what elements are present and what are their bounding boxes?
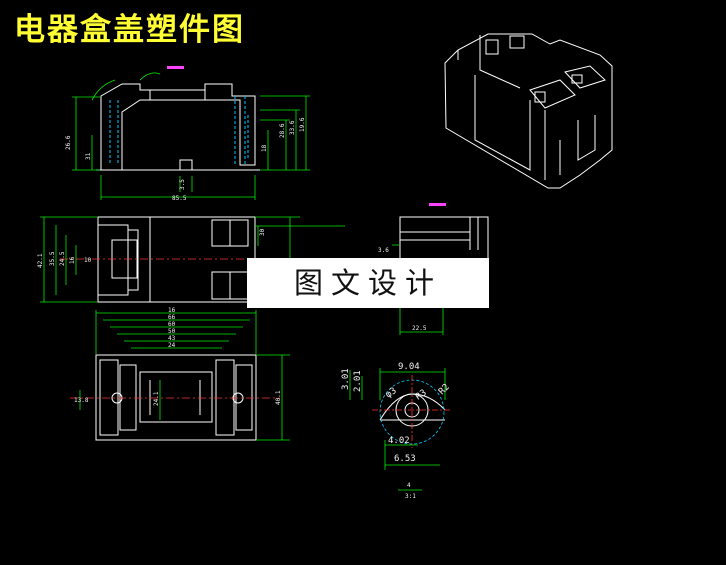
- bottom-view: 16 66 60 50 43 24 40.1 24.1 13.8: [70, 307, 290, 441]
- detail-width: 9.04: [398, 362, 420, 372]
- watermark: 图文设计: [247, 258, 489, 308]
- plan-right: 30: [259, 228, 266, 236]
- detail-h2: 2.01: [353, 370, 363, 392]
- front-h2: 18: [261, 144, 268, 152]
- front-mid: 3.5: [179, 179, 186, 190]
- bottom-w4: 43: [168, 335, 176, 342]
- front-h5: 19.6: [299, 117, 306, 132]
- bottom-right: 40.1: [275, 390, 282, 405]
- detail-h1: 3.01: [341, 368, 351, 390]
- side-left: 3.6: [378, 247, 389, 254]
- detail-b: R3: [414, 388, 429, 402]
- bottom-left: 13.8: [74, 397, 89, 404]
- bottom-w1: 66: [168, 314, 176, 321]
- detail-a: φ3: [384, 386, 399, 400]
- front-bottom-width: 85.5: [172, 195, 187, 202]
- plan-left-2: 35.5: [49, 251, 56, 266]
- plan-left-3: 24.5: [59, 251, 66, 266]
- plan-left-1: 42.1: [37, 253, 44, 268]
- bottom-w2: 60: [168, 321, 176, 328]
- front-h3: 28.6: [279, 123, 286, 138]
- bottom-mid: 24.1: [153, 391, 160, 406]
- front-left: 31: [85, 152, 92, 160]
- scale-den: 3:1: [405, 493, 416, 500]
- side-bottom: 22.5: [412, 325, 427, 332]
- scale-num: 4: [407, 482, 411, 489]
- plan-left-4: 16: [69, 256, 76, 264]
- isometric-view: [444, 33, 613, 189]
- front-h1: 26.6: [65, 135, 72, 150]
- bottom-w3: 50: [168, 328, 176, 335]
- detail-view: 9.04 3.01 2.01 φ3 R3 R2 4.02 6.53 4 3:1: [341, 362, 452, 500]
- detail-d: 4.02: [388, 436, 410, 446]
- plan-small: 10: [84, 257, 92, 264]
- front-view: 85.5 26.6 31 3.5 18 28.6 33.6 19.6: [65, 66, 310, 202]
- detail-e: 6.53: [394, 454, 416, 464]
- front-h4: 33.6: [289, 120, 296, 135]
- page-title: 电器盒盖塑件图: [14, 12, 245, 48]
- bottom-w5: 24: [168, 342, 176, 349]
- plan-view: 42.1 35.5 24.5 16 10 30: [37, 216, 345, 303]
- bottom-top: 16: [168, 307, 176, 314]
